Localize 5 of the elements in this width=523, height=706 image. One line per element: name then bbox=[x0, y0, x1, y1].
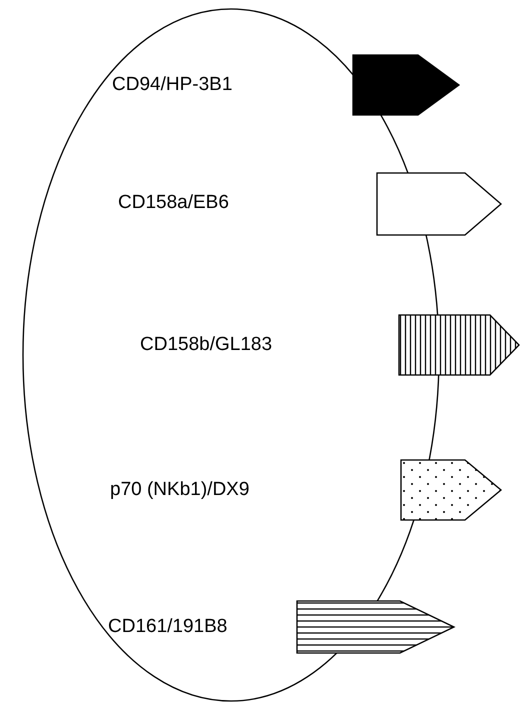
receptor-label: p70 (NKb1)/DX9 bbox=[110, 479, 250, 501]
receptor-label: CD158b/GL183 bbox=[140, 334, 272, 356]
receptor-label: CD158a/EB6 bbox=[118, 192, 229, 214]
receptor-label: CD161/191B8 bbox=[108, 616, 228, 638]
receptor-label: CD94/HP-3B1 bbox=[112, 74, 232, 96]
